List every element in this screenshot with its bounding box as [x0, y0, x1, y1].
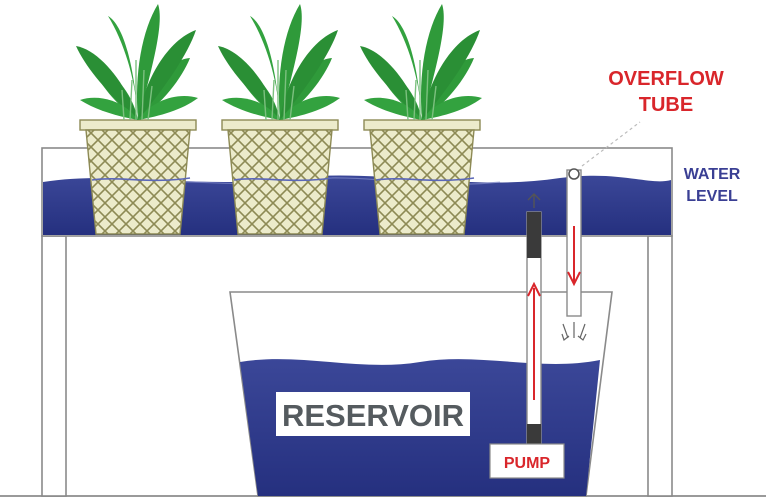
grow-tray-frame — [41, 235, 673, 497]
water-level-label-line2: LEVEL — [686, 188, 738, 205]
pump-flow-arrow — [527, 281, 541, 400]
tray-water — [43, 175, 671, 235]
plant-icon — [75, 3, 199, 121]
reservoir-label-bg — [276, 392, 470, 436]
overflow-tube-label-line1: OVERFLOW — [608, 68, 724, 90]
pump-box — [489, 443, 565, 479]
net-pot-1 — [79, 119, 197, 235]
plant-icon — [217, 3, 341, 121]
pump-label: PUMP — [504, 455, 551, 472]
water-level-label-line1: WATER — [684, 166, 741, 183]
overflow-leader-line — [581, 121, 641, 167]
overflow-flow-arrow — [567, 226, 581, 287]
plant-icon — [359, 3, 483, 121]
net-pot-3 — [363, 119, 481, 235]
reservoir-label: RESERVOIR — [282, 398, 464, 433]
overflow-tube-label-line2: TUBE — [639, 94, 693, 116]
net-pot-2 — [221, 119, 339, 235]
